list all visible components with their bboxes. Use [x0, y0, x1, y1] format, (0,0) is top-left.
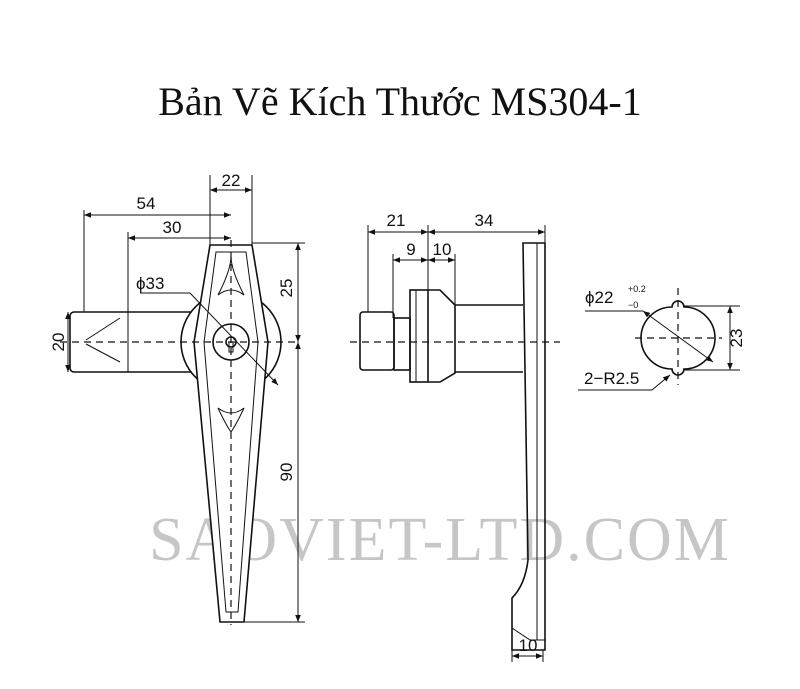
leader-line-phi33: [140, 292, 279, 386]
cutout-shape: [640, 300, 716, 376]
leader-line-r2-5: [578, 374, 671, 391]
tolerance-minus: −0: [628, 300, 638, 310]
dim-r2-5: 2−R2.5: [584, 369, 639, 388]
flange: [428, 289, 456, 383]
dim-10-flange: 10: [433, 240, 452, 259]
dim-90: 90: [277, 463, 296, 482]
thread-section: [393, 317, 411, 371]
drawing-title: Bản Vẽ Kích Thước MS304-1: [158, 79, 642, 124]
handle-side: [511, 242, 546, 651]
nut: [409, 289, 429, 383]
panel-cutout: 23 ϕ22 +0.2 −0 2−R2.5: [578, 284, 746, 391]
side-view: 21 34 9 10 10: [350, 211, 560, 662]
dim-9: 9: [406, 240, 415, 259]
dim-10-handle: 10: [519, 636, 538, 655]
dim-25: 25: [277, 279, 296, 298]
cam-mark: [85, 317, 121, 341]
dim-30: 30: [163, 218, 182, 237]
cylinder-front: [359, 311, 395, 371]
diameter-line-phi22: [642, 310, 714, 363]
handle-tip-line: [511, 627, 545, 641]
dim-22: 22: [222, 171, 241, 190]
dim-phi22: ϕ22: [585, 288, 613, 307]
dim-54: 54: [137, 194, 156, 213]
tolerance-plus: +0.2: [628, 284, 646, 294]
dim-23: 23: [727, 329, 746, 348]
dim-34: 34: [475, 211, 494, 230]
dim-21: 21: [387, 211, 406, 230]
cam-mark: [85, 343, 121, 363]
dim-20: 20: [49, 333, 68, 352]
front-view: 22 54 30 ϕ33 20 25 90: [49, 171, 305, 625]
dim-phi33: ϕ33: [136, 274, 164, 293]
